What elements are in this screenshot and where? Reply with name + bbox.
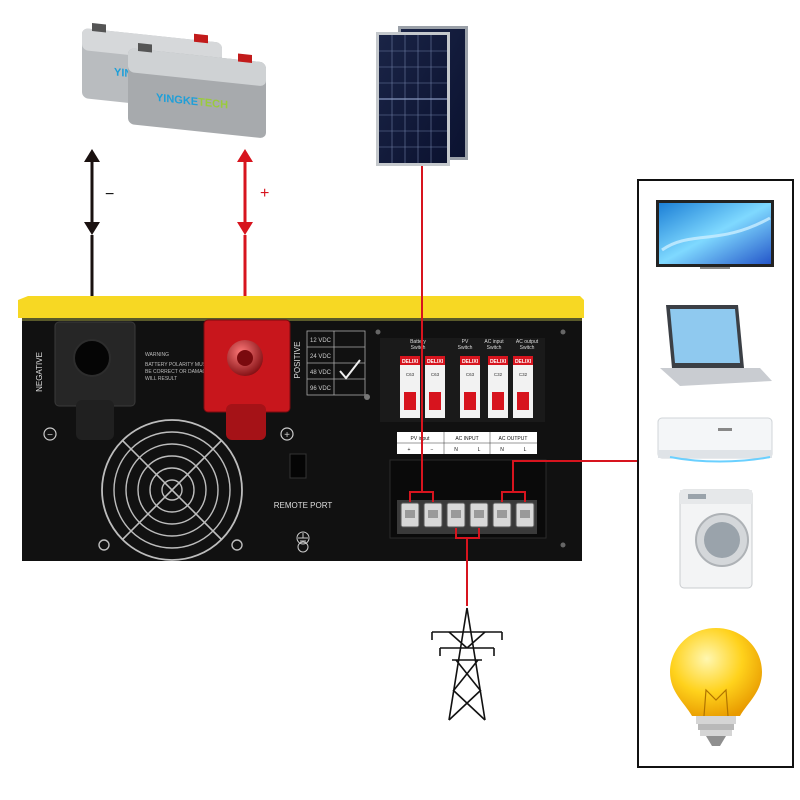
loads-box xyxy=(637,179,794,768)
fan-grille-icon xyxy=(98,419,243,561)
pv-input-bridge xyxy=(409,491,434,502)
terminal-block xyxy=(389,459,547,539)
negative-sign: − xyxy=(105,186,114,203)
terminal-screw[interactable] xyxy=(469,502,489,528)
light-bulb-icon xyxy=(670,628,762,746)
voltage-option: 24 VDC xyxy=(310,354,332,360)
negative-terminal xyxy=(54,321,136,440)
warning-sticker: WARNING BATTERY POLARITY MUST BE CORRECT… xyxy=(145,352,210,382)
terminal-pin-label: N xyxy=(500,447,504,453)
terminal-pin-label: − xyxy=(431,447,434,453)
circuit-breaker[interactable]: DELIXI C63 xyxy=(425,356,445,418)
terminal-screw[interactable] xyxy=(492,502,512,528)
breaker-brand: DELIXI xyxy=(427,359,444,365)
checkmark-icon xyxy=(339,359,361,380)
breaker-brand: DELIXI xyxy=(402,359,419,365)
tv-icon xyxy=(656,200,774,269)
breaker-brand: DELIXI xyxy=(462,359,479,365)
warning-line: BE CORRECT OR DAMAGE xyxy=(145,369,210,375)
power-tower-icon xyxy=(431,607,503,721)
terminal-screw[interactable] xyxy=(423,502,443,528)
breaker-brand: DELIXI xyxy=(490,359,507,365)
battery-brand: YINGKETECH xyxy=(156,92,228,112)
terminal-pin-label: L xyxy=(478,447,481,453)
battery-positive-cable: + xyxy=(237,149,269,235)
positive-sign: + xyxy=(260,185,269,202)
minus-circle-icon: − xyxy=(43,427,57,441)
battery-bank: YINGKETECH YINGKETECH xyxy=(82,23,266,138)
breaker-title: Battery xyxy=(410,339,426,345)
breaker-rating: C63 xyxy=(406,372,415,377)
breaker-panel: DELIXIC63DELIXIC63DELIXIC63DELIXIC32DELI… xyxy=(380,338,545,454)
load-wire xyxy=(512,460,638,492)
inverter: NEGATIVE WARNING BATTERY POLARITY MUST B… xyxy=(18,296,584,561)
negative-label: NEGATIVE xyxy=(35,352,44,392)
warning-line: WILL RESULT xyxy=(145,376,177,382)
washing-machine-icon xyxy=(679,489,753,589)
battery-negative-cable: − xyxy=(84,149,114,235)
terminal-screw[interactable] xyxy=(400,502,420,528)
laptop-icon xyxy=(660,305,772,386)
breaker-rating: C63 xyxy=(466,372,475,377)
warning-line: BATTERY POLARITY MUST xyxy=(145,362,209,368)
breaker-brand: DELIXI xyxy=(515,359,532,365)
solar-panels xyxy=(376,26,468,166)
breaker-title: AC output xyxy=(516,339,539,345)
breaker-title: Switch xyxy=(411,345,426,351)
circuit-breaker[interactable]: DELIXI C32 xyxy=(513,356,533,418)
inverter-top-cover xyxy=(18,296,584,318)
positive-terminal xyxy=(203,319,291,440)
terminal-group-label: PV input xyxy=(411,436,431,442)
svg-text:−: − xyxy=(47,430,53,441)
breaker-title: Switch xyxy=(487,345,502,351)
voltage-select-table: 12 VDC 24 VDC 48 VDC 96 VDC xyxy=(306,330,366,396)
breaker-rating: C32 xyxy=(494,372,503,377)
terminal-pin-label: N xyxy=(454,447,458,453)
breaker-title: AC input xyxy=(484,339,504,345)
breaker-title: Switch xyxy=(458,345,473,351)
plus-circle-icon: + xyxy=(280,427,294,441)
svg-text:+: + xyxy=(284,430,290,441)
circuit-breaker[interactable]: DELIXI C63 xyxy=(460,356,480,418)
voltage-option: 96 VDC xyxy=(310,386,332,392)
remote-port-socket xyxy=(289,453,307,479)
screw-icon xyxy=(364,394,370,400)
terminal-pin-label: L xyxy=(524,447,527,453)
battery-front: YINGKETECH xyxy=(128,43,266,138)
breaker-title: Switch xyxy=(520,345,535,351)
circuit-breaker[interactable]: DELIXI C63 xyxy=(400,356,420,418)
air-conditioner-icon xyxy=(657,417,773,463)
terminal-group-label: AC INPUT xyxy=(455,436,478,442)
wiring xyxy=(409,166,638,606)
positive-label: POSITIVE xyxy=(293,342,302,379)
voltage-option: 48 VDC xyxy=(310,370,332,376)
terminal-group-label: AC OUTPUT xyxy=(499,436,528,442)
warning-title: WARNING xyxy=(145,352,169,358)
terminal-screw[interactable] xyxy=(446,502,466,528)
voltage-option: 12 VDC xyxy=(310,338,332,344)
breaker-rating: C63 xyxy=(431,372,440,377)
ground-icon xyxy=(296,531,310,553)
breaker-title: PV xyxy=(462,339,469,345)
terminal-screw[interactable] xyxy=(515,502,535,528)
remote-port-label: REMOTE PORT xyxy=(274,501,333,510)
terminal-pin-label: + xyxy=(408,447,411,453)
circuit-breaker[interactable]: DELIXI C32 xyxy=(488,356,508,418)
breaker-rating: C32 xyxy=(519,372,528,377)
